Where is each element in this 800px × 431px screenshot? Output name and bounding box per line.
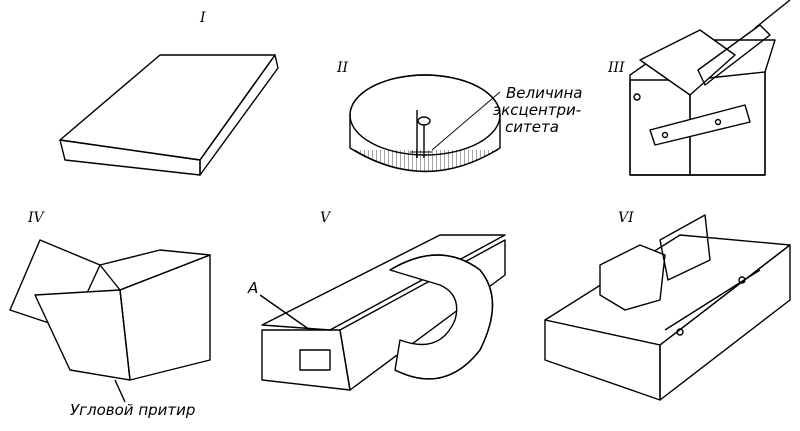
panel-vi-cross-base xyxy=(544,214,791,401)
panel-i-lapping-plate xyxy=(59,54,279,176)
panel-v-ring-prism xyxy=(259,234,506,391)
panel-numeral-iv: IV xyxy=(28,210,44,226)
panel-iii-angle-block xyxy=(629,0,791,176)
eccentricity-label-line3: ситета xyxy=(505,118,559,136)
panel-numeral-vi: VI xyxy=(618,210,634,226)
eccentricity-label-line1: Величина xyxy=(506,84,583,102)
panel-ii-lapping-disc xyxy=(349,74,501,173)
panel-numeral-i: I xyxy=(200,10,206,26)
panel-numeral-iii: III xyxy=(608,60,625,76)
panel-numeral-ii: II xyxy=(337,60,349,76)
corner-lap-label: Угловой притир xyxy=(70,401,196,419)
panel-iv-corner-lap xyxy=(9,239,211,403)
point-a-label: А xyxy=(248,279,259,297)
panel-numeral-v: V xyxy=(320,210,331,226)
eccentricity-label-line2: эксцентри- xyxy=(493,101,582,119)
